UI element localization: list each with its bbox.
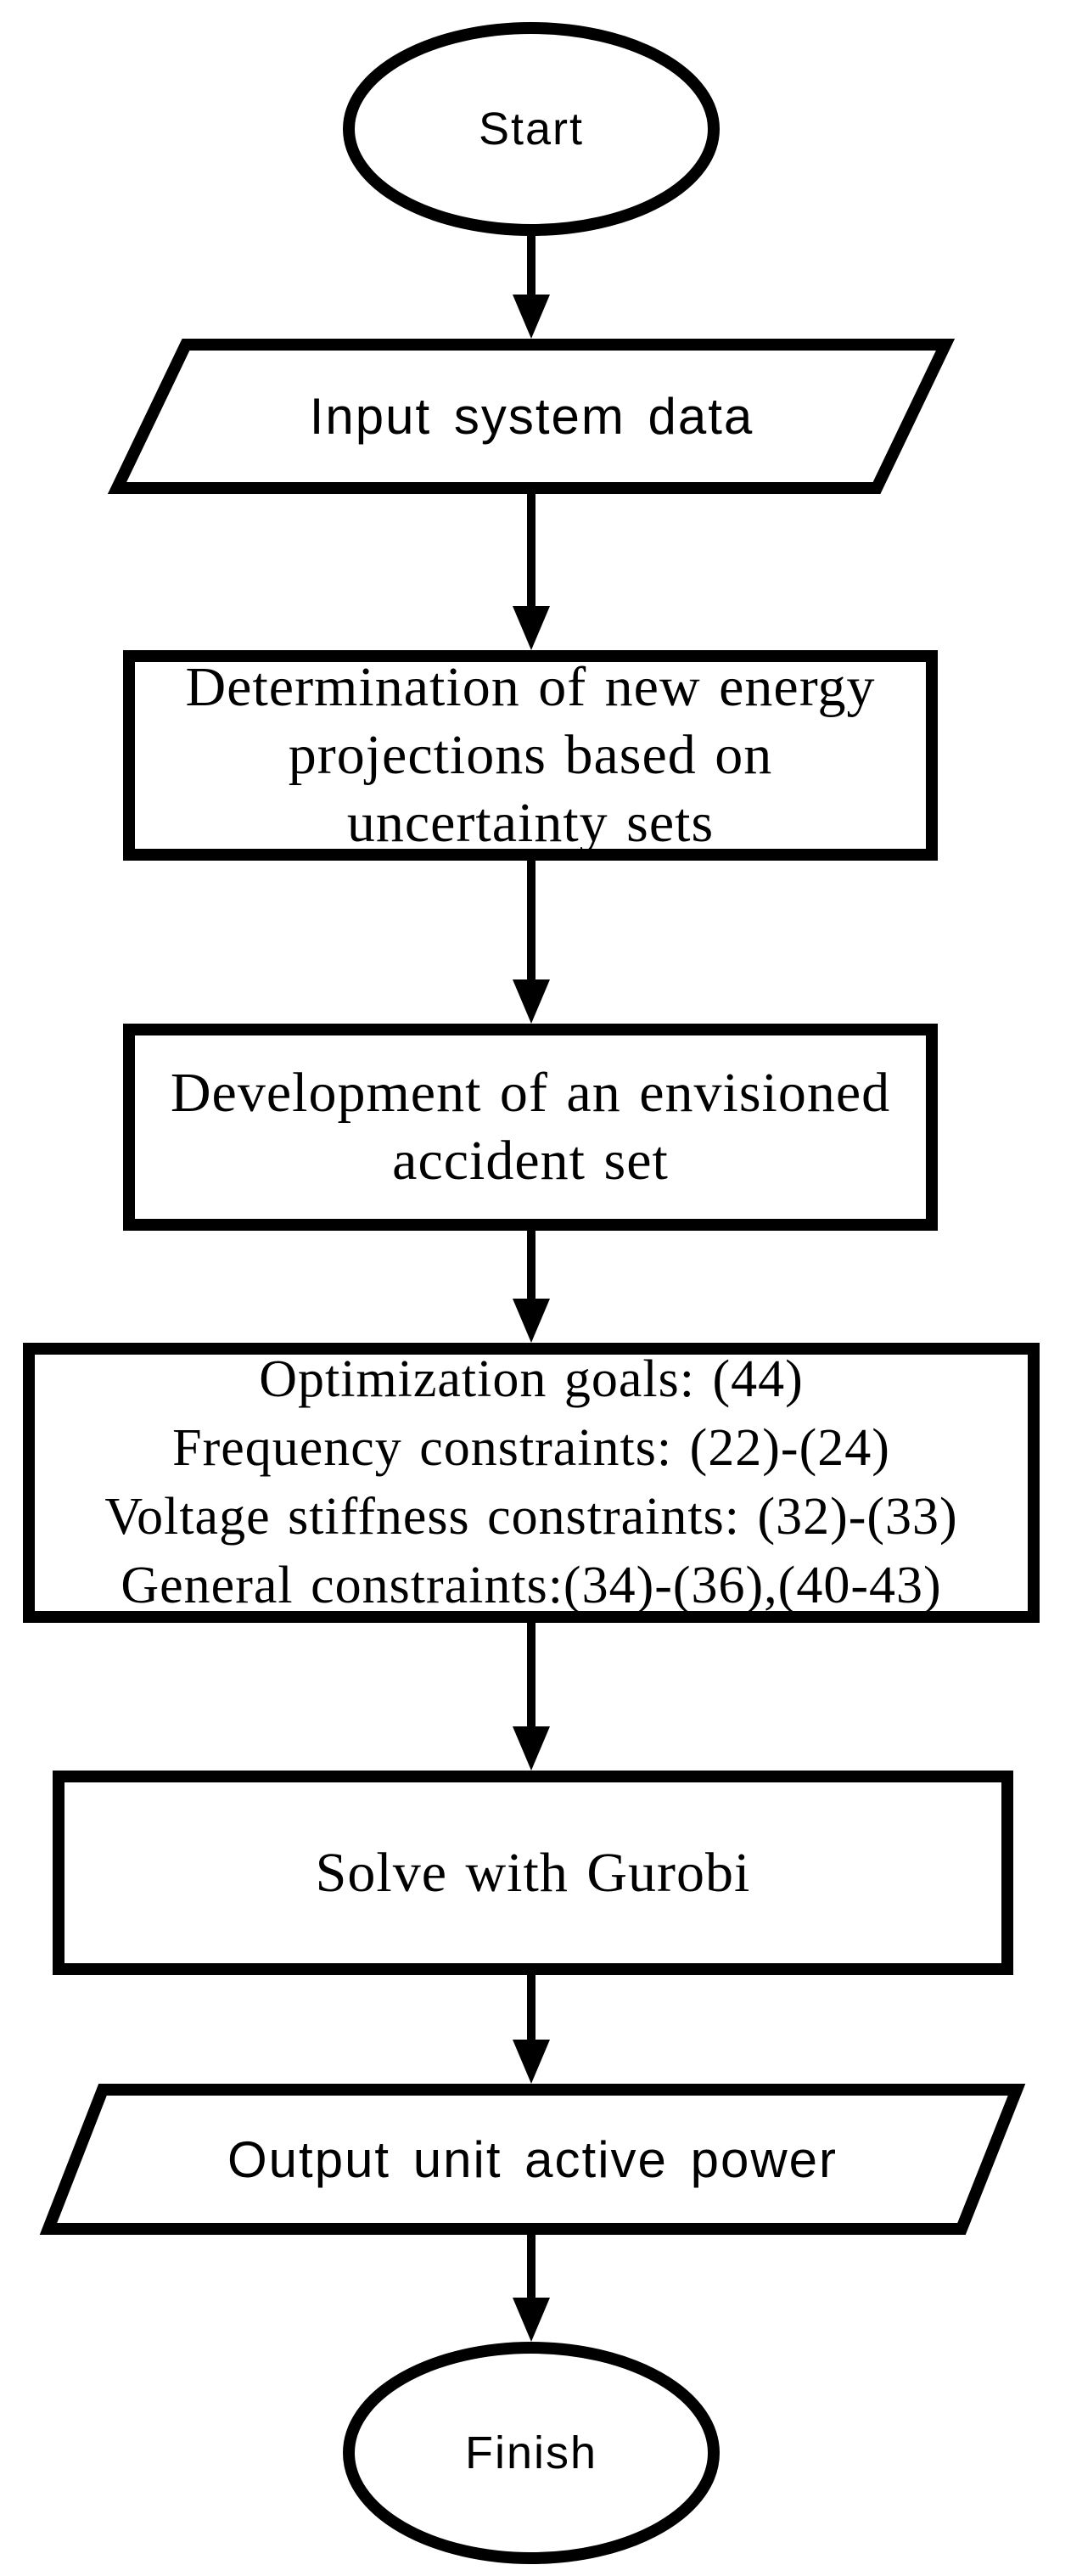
envisioned-accident-set-label: Development of an envisioned accident se…: [123, 1024, 938, 1231]
voltage-stiffness-constraints-line: Voltage stiffness constraints: (32)-(33): [104, 1488, 958, 1546]
output-unit-active-power-label: Output unit active power: [227, 2130, 838, 2188]
start-node-label: Start: [478, 104, 585, 154]
input-parallelogram-shape: [107, 339, 956, 494]
optimization-goals-line: Optimization goals: (44): [259, 1350, 804, 1408]
flow-arrow-solve-to-output: [513, 1975, 550, 2084]
finish-node-label: Finish: [464, 2427, 598, 2478]
start-terminator-shape: [343, 22, 720, 236]
flow-arrow-projections-to-accident: [513, 861, 550, 1024]
flow-arrow-optimization-to-solve: [513, 1623, 550, 1771]
flow-arrow-accident-to-optimization: [513, 1231, 550, 1343]
general-constraints-line: General constraints:(34)-(36),(40-43): [121, 1557, 942, 1614]
flow-arrow-start-to-input: [513, 236, 550, 339]
accident-line-1: Development of an envisioned: [170, 1062, 891, 1124]
process-rect-projections: [123, 650, 938, 861]
projections-line-1: Determination of new energy: [185, 656, 876, 718]
flow-arrow-output-to-finish: [513, 2235, 550, 2342]
input-system-data-label: Input system data: [309, 388, 754, 445]
flow-arrow-input-to-projections: [513, 494, 550, 650]
new-energy-projections-label: Determination of new energy projections …: [123, 650, 938, 861]
frequency-constraints-line: Frequency constraints: (22)-(24): [172, 1419, 890, 1477]
output-parallelogram-shape: [39, 2084, 1026, 2235]
accident-line-2: accident set: [392, 1130, 669, 1192]
optimization-model-label: Optimization goals: (44) Frequency const…: [23, 1343, 1040, 1623]
process-rect-optimization-model: [23, 1343, 1040, 1623]
projections-line-3: uncertainty sets: [346, 792, 715, 854]
process-rect-accident-set: [123, 1024, 938, 1231]
finish-terminator-shape: [343, 2342, 720, 2564]
process-rect-solve: [53, 1771, 1013, 1975]
solve-with-gurobi-label: Solve with Gurobi: [315, 1841, 751, 1904]
projections-line-2: projections based on: [288, 724, 773, 786]
